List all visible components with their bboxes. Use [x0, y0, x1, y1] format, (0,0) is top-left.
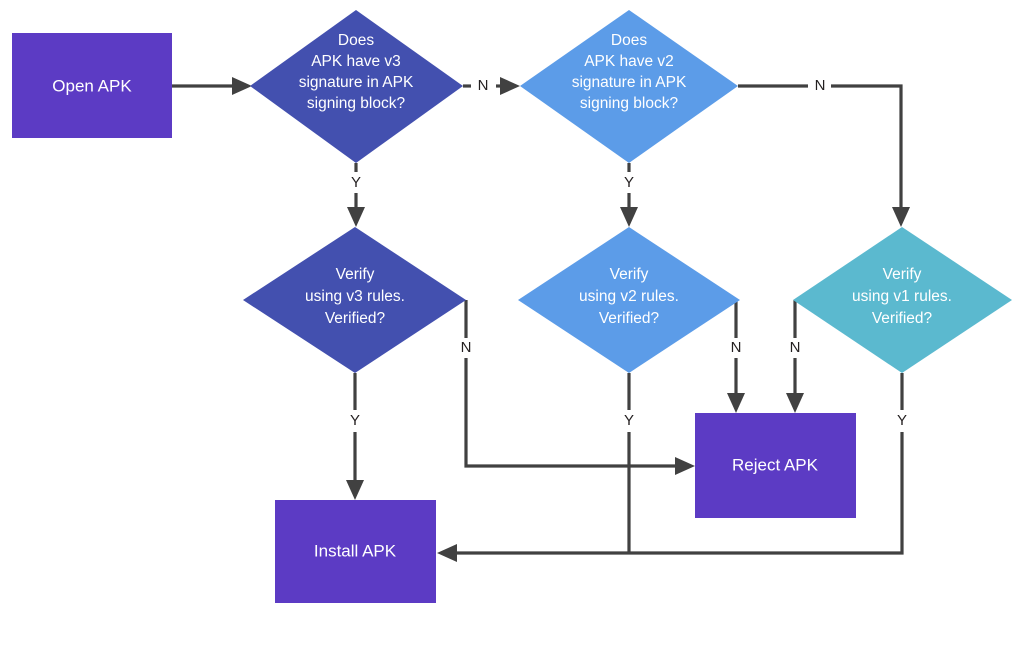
- node-has-v2-signature[interactable]: Does APK have v2 signature in APK signin…: [520, 10, 738, 163]
- has-v3-line-1: Does: [338, 32, 374, 49]
- verify-v1-diamond[interactable]: [793, 227, 1012, 373]
- has-v3-line-4: signing block?: [307, 95, 406, 112]
- node-open-apk[interactable]: Open APK: [12, 33, 172, 138]
- node-reject-apk[interactable]: Reject APK: [695, 413, 856, 518]
- edge-label-verifyv3-yes: Y: [350, 412, 360, 429]
- edge-label-verifyv3-no: N: [461, 339, 472, 356]
- verify-v3-line-1: Verify: [336, 266, 375, 283]
- open-apk-label: Open APK: [52, 76, 132, 95]
- install-apk-rect[interactable]: [275, 500, 436, 603]
- reject-apk-rect[interactable]: [695, 413, 856, 518]
- edge-verifyv1-no-to-reject: [786, 300, 804, 413]
- edge-verifyv1-yes-to-install: [437, 373, 904, 562]
- reject-apk-label: Reject APK: [732, 455, 819, 474]
- has-v2-diamond[interactable]: [520, 10, 738, 163]
- has-v2-line-3: signature in APK: [572, 74, 687, 91]
- node-install-apk[interactable]: Install APK: [275, 500, 436, 603]
- install-apk-label: Install APK: [314, 541, 397, 560]
- verify-v1-line-2: using v1 rules.: [852, 288, 952, 305]
- edge-label-verifyv1-no: N: [790, 339, 801, 356]
- edge-label-hasv3-yes: Y: [351, 174, 361, 191]
- edge-hasv2-yes-to-verifyv2: [620, 163, 638, 227]
- verify-v2-line-2: using v2 rules.: [579, 288, 679, 305]
- node-verify-v1[interactable]: Verify using v1 rules. Verified?: [793, 227, 1012, 373]
- has-v3-line-3: signature in APK: [299, 74, 414, 91]
- edge-label-verifyv2-no: N: [731, 339, 742, 356]
- verify-v3-line-2: using v3 rules.: [305, 288, 405, 305]
- edge-labels-layer: N Y N Y N Y N Y N Y: [350, 77, 907, 429]
- verify-v3-diamond[interactable]: [243, 227, 466, 373]
- edge-label-hasv2-no: N: [815, 77, 826, 94]
- edge-verifyv2-no-to-reject: [727, 300, 745, 413]
- has-v3-diamond[interactable]: [250, 10, 463, 163]
- edge-label-hasv3-no: N: [478, 77, 489, 94]
- edge-open-to-hasv3: [172, 77, 252, 95]
- edge-verifyv3-yes-to-install: [346, 373, 364, 500]
- verify-v2-line-1: Verify: [610, 266, 649, 283]
- node-has-v3-signature[interactable]: Does APK have v3 signature in APK signin…: [250, 10, 463, 163]
- edge-label-verifyv2-yes: Y: [624, 412, 634, 429]
- edge-hasv3-yes-to-verifyv3: [347, 163, 365, 227]
- verify-v3-line-3: Verified?: [325, 310, 386, 327]
- verify-v2-line-3: Verified?: [599, 310, 660, 327]
- edge-verifyv3-no-to-reject: [464, 300, 695, 475]
- verify-v1-line-1: Verify: [883, 266, 922, 283]
- has-v3-line-2: APK have v3: [311, 53, 401, 70]
- edge-label-hasv2-yes: Y: [624, 174, 634, 191]
- has-v2-line-2: APK have v2: [584, 53, 674, 70]
- verify-v2-diamond[interactable]: [518, 227, 740, 373]
- edge-label-verifyv1-yes: Y: [897, 412, 907, 429]
- edge-hasv2-no-to-verifyv1: [738, 84, 910, 227]
- has-v2-line-4: signing block?: [580, 95, 679, 112]
- edges-layer: [172, 77, 910, 562]
- node-verify-v2[interactable]: Verify using v2 rules. Verified?: [518, 227, 740, 373]
- edge-hasv3-no-to-hasv2: [463, 77, 520, 95]
- verify-v1-line-3: Verified?: [872, 310, 933, 327]
- has-v2-line-1: Does: [611, 32, 647, 49]
- node-verify-v3[interactable]: Verify using v3 rules. Verified?: [243, 227, 466, 373]
- open-apk-rect[interactable]: [12, 33, 172, 138]
